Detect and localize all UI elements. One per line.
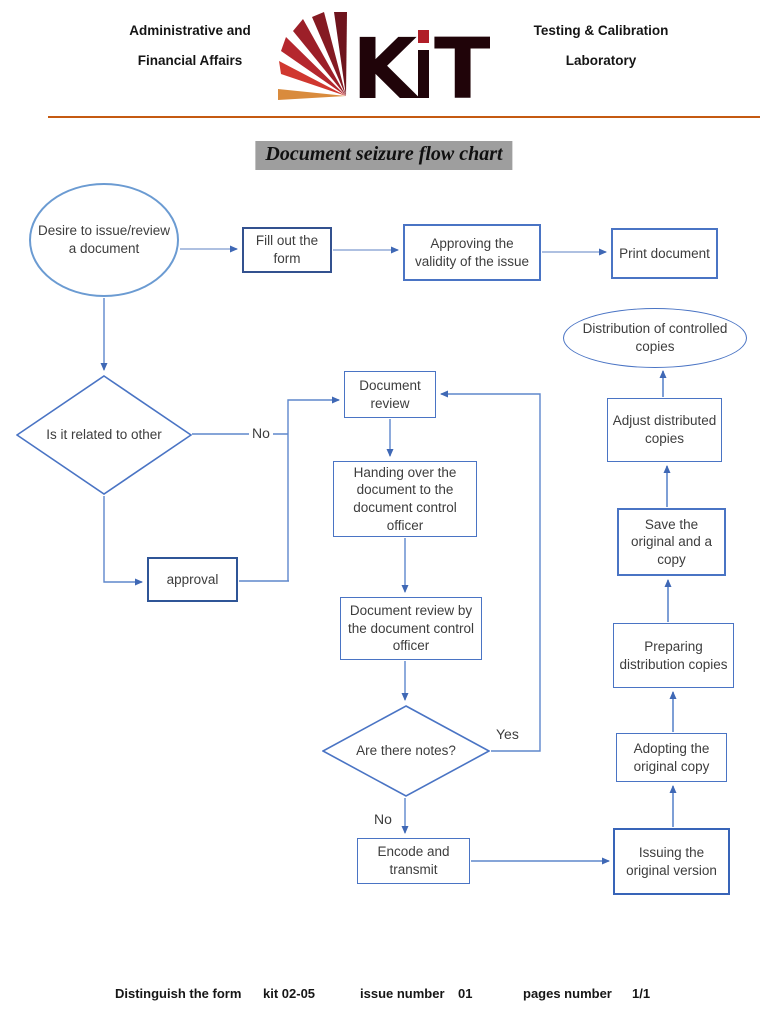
logo-ray-crimson [281, 37, 346, 96]
node-preparing-copies-label: Preparing distribution copies [619, 638, 728, 672]
node-issuing-original: Issuing the original version [613, 828, 730, 895]
node-is-it-related-decision: Is it related to other [16, 375, 192, 495]
diamond-shape [16, 375, 192, 495]
logo-letter-t: T [434, 20, 490, 106]
node-encode-transmit-label: Encode and transmit [377, 844, 450, 877]
kit-logo-icon: K T [278, 12, 491, 118]
node-handing-over: Handing over the document to the documen… [333, 461, 477, 537]
node-document-review: Document review [344, 371, 436, 418]
node-distribution-label: Distribution of controlled copies [582, 321, 728, 354]
node-approving-validity-label: Approving the validity of the issue [414, 235, 530, 269]
node-desire-terminator: Desire to issue/review a document [29, 183, 179, 297]
node-are-there-notes-decision: Are there notes? [322, 705, 490, 797]
footer-distinguish-form-label: Distinguish the form [115, 986, 242, 1001]
header-right-line2: Laboratory [565, 53, 637, 68]
header-left-line2: Financial Affairs [137, 53, 243, 68]
edge-notes-yes-docreview [440, 390, 541, 752]
footer-pages-number-label: pages number [523, 986, 612, 1001]
node-desire-label: Desire to issue/review a document [37, 223, 171, 256]
node-are-there-notes-label: Are there notes? [356, 743, 456, 759]
logo-ray-darkmaroon [334, 12, 347, 96]
node-issuing-original-label: Issuing the original version [626, 844, 717, 878]
node-review-by-control-officer-label: Document review by the document control … [347, 603, 475, 654]
node-approval-label: approval [166, 571, 219, 587]
node-is-it-related-label: Is it related to other [46, 427, 162, 443]
header-right-line1: Testing & Calibration [533, 23, 669, 38]
logo-letter-k: K [352, 20, 420, 106]
header-right-text: Testing & Calibration Laboratory [511, 16, 691, 76]
node-document-review-label: Document review [359, 377, 421, 411]
header-left-text: Administrative and Financial Affairs [95, 16, 285, 76]
footer-issue-number-label: issue number [360, 986, 445, 1001]
node-encode-transmit: Encode and transmit [357, 838, 470, 884]
node-approval: approval [147, 557, 238, 602]
edge-label-no-related: No [249, 425, 273, 442]
node-save-original: Save the original and a copy [617, 508, 726, 576]
node-fill-out-form: Fill out the form [242, 227, 332, 273]
node-adjust-distributed-copies: Adjust distributed copies [607, 398, 722, 462]
kit-logo-svg: K T [278, 12, 491, 118]
footer-issue-number-value: 01 [458, 986, 473, 1001]
node-print-document-label: Print document [619, 245, 710, 261]
node-handing-over-label: Handing over the document to the documen… [353, 464, 457, 533]
header-divider-line [48, 116, 760, 118]
logo-letter-i-stem [418, 50, 429, 98]
node-adopting-original: Adopting the original copy [616, 733, 727, 782]
header-left-line1: Administrative and [129, 23, 251, 38]
page-title: Document seizure flow chart [255, 141, 513, 170]
node-fill-out-form-label: Fill out the form [255, 233, 319, 266]
edge-related-approval [103, 496, 143, 586]
footer-form-code: kit 02-05 [263, 986, 316, 1001]
logo-ray-orange [278, 89, 346, 100]
node-save-original-label: Save the original and a copy [630, 516, 713, 567]
logo-ray-maroon [312, 12, 346, 96]
edge-merge-docreview [287, 396, 340, 581]
node-adjust-distributed-copies-label: Adjust distributed copies [612, 413, 717, 446]
node-print-document: Print document [611, 228, 718, 279]
node-adopting-original-label: Adopting the original copy [633, 740, 710, 774]
node-review-by-control-officer: Document review by the document control … [340, 597, 482, 660]
edge-label-no-notes: No [371, 811, 395, 828]
node-distribution-terminator: Distribution of controlled copies [563, 308, 747, 368]
footer-pages-number-value: 1/1 [632, 986, 651, 1001]
edge-label-yes-notes: Yes [493, 726, 522, 743]
logo-ray-darkred [293, 19, 346, 96]
logo-letter-i-dot [418, 30, 429, 43]
node-preparing-copies: Preparing distribution copies [613, 623, 734, 688]
logo-ray-red [279, 61, 346, 96]
node-approving-validity: Approving the validity of the issue [403, 224, 541, 281]
